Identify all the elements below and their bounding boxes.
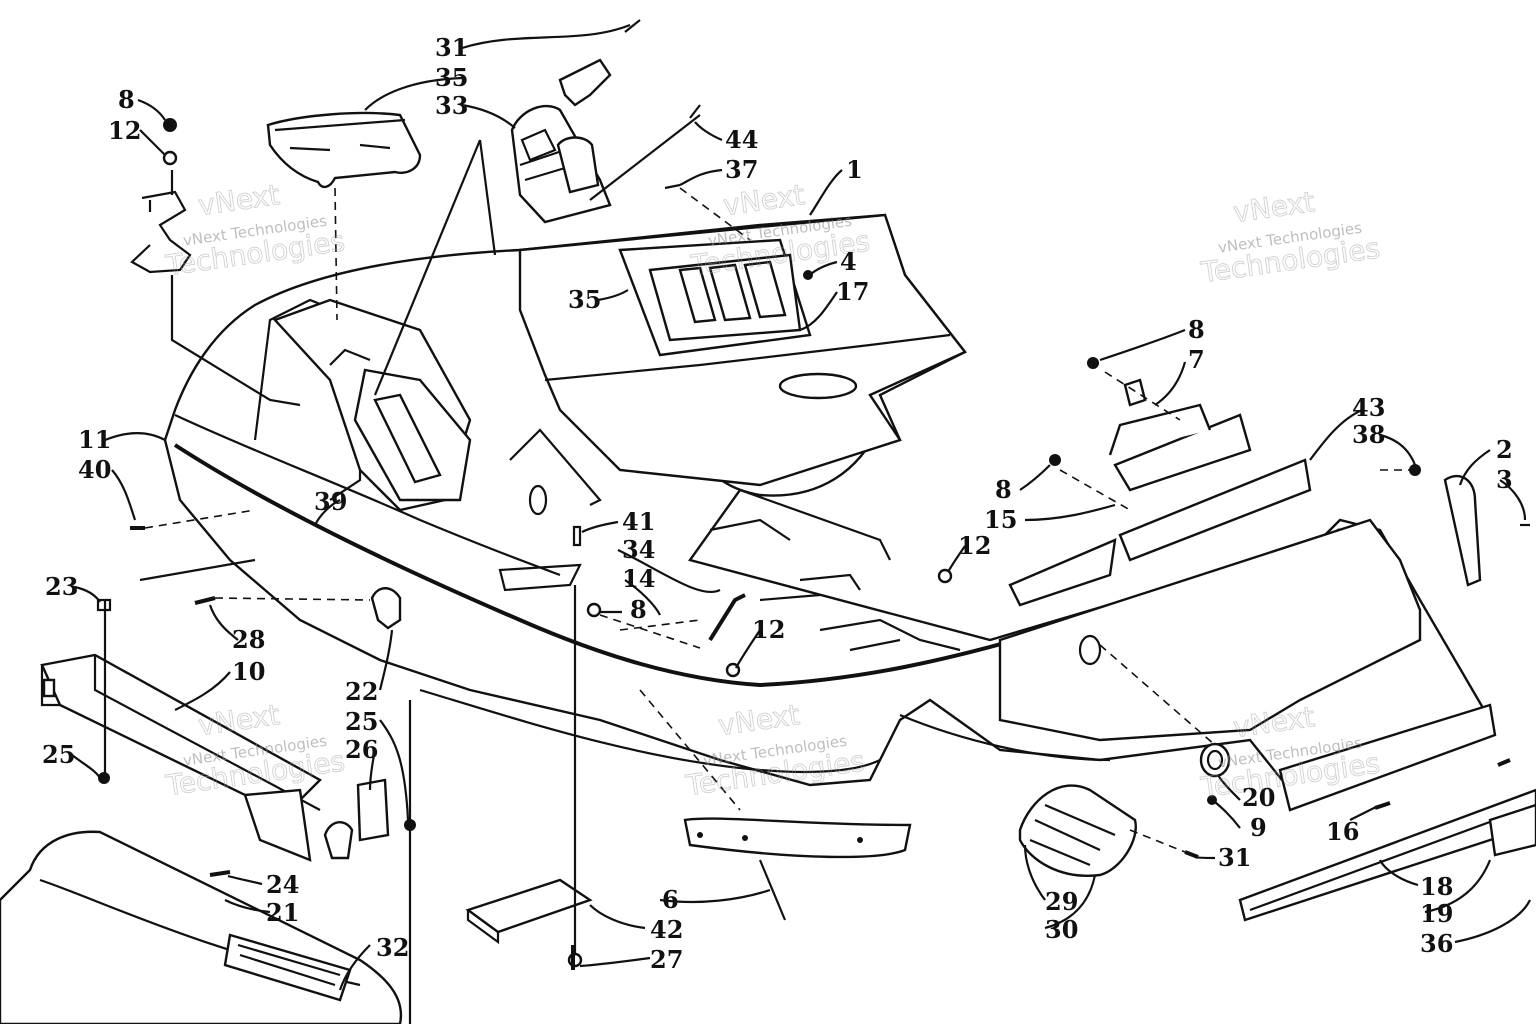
callout-29: 29: [1045, 887, 1078, 916]
hood-vent: [266, 111, 422, 189]
callout-40: 40: [78, 455, 111, 484]
callout-3: 3: [1496, 465, 1513, 494]
callout-23: 23: [45, 572, 78, 601]
callout-42: 42: [650, 915, 683, 944]
console-boot: [510, 58, 612, 224]
callout-31: 31: [1218, 843, 1251, 872]
callout-35: 35: [435, 63, 468, 92]
callout-20: 20: [1242, 783, 1275, 812]
watermark-top-left: vNext vNext Technologies Technologies: [163, 178, 348, 283]
callout-17: 17: [836, 277, 869, 306]
callout-24: 24: [266, 870, 299, 899]
dash-panel: [518, 213, 967, 487]
assembly-lines: [139, 114, 1420, 1024]
watermark-text: vNext: [1231, 185, 1317, 229]
callout-31: 31: [435, 33, 468, 62]
leader-lines: [71, 23, 1531, 991]
callout-43: 43: [1352, 393, 1385, 422]
callout-33: 33: [435, 91, 468, 120]
callout-8: 8: [995, 475, 1012, 504]
callout-44: 44: [725, 125, 758, 154]
front-bumper-channel: [40, 598, 322, 862]
callout-15: 15: [984, 505, 1017, 534]
seat-base: [272, 298, 472, 512]
callout-11: 11: [78, 425, 111, 454]
callout-22: 22: [345, 677, 378, 706]
hinge-brackets: [323, 587, 416, 860]
footrest-plate: [465, 585, 593, 968]
callout-26: 26: [345, 735, 378, 764]
watermark-text: vNext: [196, 178, 282, 222]
callout-36: 36: [1420, 929, 1453, 958]
shock-boots: [1018, 742, 1231, 877]
callout-1: 1: [846, 155, 863, 184]
callout-28: 28: [232, 625, 265, 654]
running-board-trim: [683, 817, 912, 921]
callout-2: 2: [1496, 435, 1513, 464]
callout-38: 38: [1352, 420, 1385, 449]
callout-32: 32: [376, 933, 409, 962]
callout-41: 41: [622, 507, 655, 536]
callout-39: 39: [314, 487, 347, 516]
callout-34: 34: [622, 535, 655, 564]
front-nose: [0, 830, 403, 1024]
callout-10: 10: [232, 657, 265, 686]
callout-21: 21: [266, 898, 299, 927]
callout-35: 35: [568, 285, 601, 314]
callout-labels: 31 35 33 8 12 44 37 1 4 17 35 8 7 43 38 …: [42, 33, 1513, 974]
callout-9: 9: [1250, 813, 1267, 842]
callout-4: 4: [840, 247, 857, 276]
callout-16: 16: [1326, 817, 1359, 846]
callout-30: 30: [1045, 915, 1078, 944]
watermark-text: vNext: [721, 178, 807, 222]
callout-6: 6: [662, 885, 679, 914]
watermark-top-right: vNext vNext Technologies Technologies: [1198, 185, 1383, 290]
callout-18: 18: [1420, 872, 1453, 901]
callout-25: 25: [345, 707, 378, 736]
callout-25: 25: [42, 740, 75, 769]
callout-8: 8: [118, 85, 135, 114]
callout-12: 12: [108, 116, 141, 145]
callout-8: 8: [630, 595, 647, 624]
upper-left-bracket: [130, 118, 301, 407]
callout-12: 12: [752, 615, 785, 644]
callout-19: 19: [1420, 899, 1453, 928]
callout-12: 12: [958, 531, 991, 560]
callout-8: 8: [1188, 315, 1205, 344]
side-strips: [1008, 403, 1536, 922]
callout-7: 7: [1188, 345, 1205, 374]
callout-14: 14: [622, 564, 655, 593]
callout-27: 27: [650, 945, 683, 974]
callout-37: 37: [725, 155, 758, 184]
watermark-text: vNext: [196, 698, 282, 742]
